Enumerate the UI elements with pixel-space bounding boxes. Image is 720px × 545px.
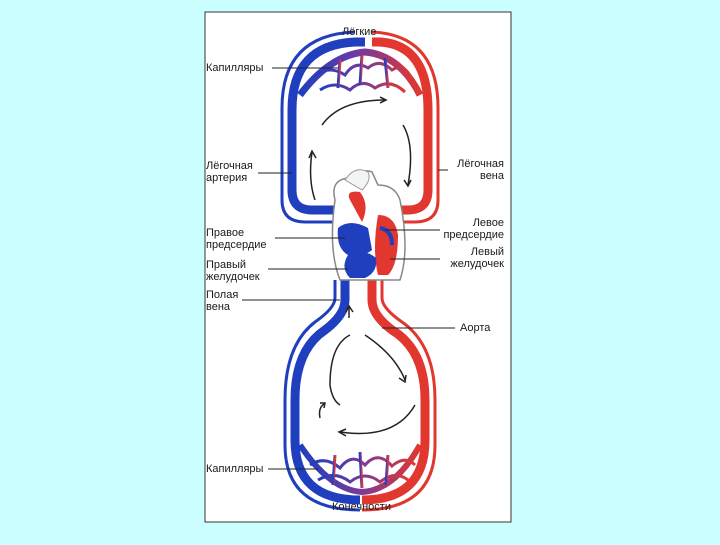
left-atrium-shape: [348, 191, 366, 222]
label-capillaries-top: Капилляры: [206, 62, 264, 74]
pulmonary-vein-wall: [371, 30, 440, 224]
arrow-body-bottom: [339, 404, 416, 435]
label-pulmonary-vein-line2: вена: [479, 170, 504, 182]
label-pulmonary-artery-line2: артерия: [206, 172, 248, 184]
label-left-atrium-line1: Левое: [472, 217, 504, 229]
label-left-atrium: Левое предсердие: [430, 217, 504, 241]
label-left-ventricle: Левый желудочек: [430, 246, 504, 270]
right-ventricle-shape: [344, 252, 377, 278]
label-right-ventricle-line1: Правый: [206, 259, 247, 271]
label-pulmonary-vein: Лёгочная вена: [440, 158, 504, 182]
lung-capillary-network: [314, 54, 414, 94]
arrow-body-right-head: [398, 374, 407, 384]
label-right-atrium-line1: Правое: [206, 227, 245, 239]
label-capillaries-bottom: Капилляры: [206, 463, 264, 475]
leader-lines: [242, 67, 455, 470]
label-right-ventricle: Правый желудочек: [206, 259, 260, 283]
aorta-wall: [361, 280, 437, 512]
arrow-lung-top-head: [379, 96, 388, 104]
label-pulmonary-artery: Лёгочная артерия: [206, 160, 253, 184]
lung-capillary-bed: [297, 48, 424, 98]
arrow-body-bottom-head: [337, 428, 347, 437]
pulmonary-trunk-shape: [379, 226, 394, 246]
label-right-ventricle-line2: желудочек: [206, 271, 260, 283]
right-atrium-shape: [337, 223, 372, 256]
vena-cava-wall: [283, 280, 361, 512]
label-vena-cava-line2: вена: [206, 301, 231, 313]
label-aorta: Аорта: [460, 322, 491, 334]
label-vena-cava-line1: Полая: [206, 289, 239, 301]
arrow-lung-right-head: [403, 179, 412, 188]
flow-arrows: [308, 96, 416, 437]
aortic-arch: [344, 169, 370, 191]
label-left-ventricle-line1: Левый: [470, 246, 504, 258]
arrow-body-return-head: [320, 402, 326, 409]
label-pulmonary-vein-line1: Лёгочная: [457, 158, 504, 170]
label-left-ventricle-line2: желудочек: [450, 258, 504, 270]
heart: [331, 169, 406, 281]
arrow-lung-left-head: [308, 149, 317, 159]
limb-capillary-network: [309, 451, 417, 489]
aorta-vessel: [361, 275, 430, 505]
arrow-body-right: [364, 334, 406, 381]
arrow-body-return: [318, 403, 325, 419]
pulmonary-vein-vessel: [372, 37, 433, 215]
label-left-atrium-line2: предсердие: [443, 229, 504, 241]
label-right-atrium: Правое предсердие: [206, 227, 267, 251]
label-vena-cava: Полая вена: [206, 289, 238, 313]
arrow-body-left: [329, 334, 351, 406]
label-right-atrium-line2: предсердие: [206, 239, 267, 251]
systemic-circuit: [283, 275, 437, 512]
vena-cava-vessel: [290, 275, 361, 505]
lungs-title: Лёгкие: [342, 26, 377, 38]
pulmonary-artery-vessel: [287, 37, 365, 215]
pulmonary-artery-wall: [280, 30, 356, 224]
label-pulmonary-artery-line1: Лёгочная: [206, 160, 253, 172]
arrow-lung-left: [309, 151, 316, 201]
limb-capillary-bed: [297, 443, 423, 496]
pulmonary-circuit: [280, 30, 440, 224]
arrow-lung-right: [402, 124, 412, 186]
limbs-title: Конечности: [332, 501, 391, 513]
arrow-lung-top: [321, 99, 386, 126]
